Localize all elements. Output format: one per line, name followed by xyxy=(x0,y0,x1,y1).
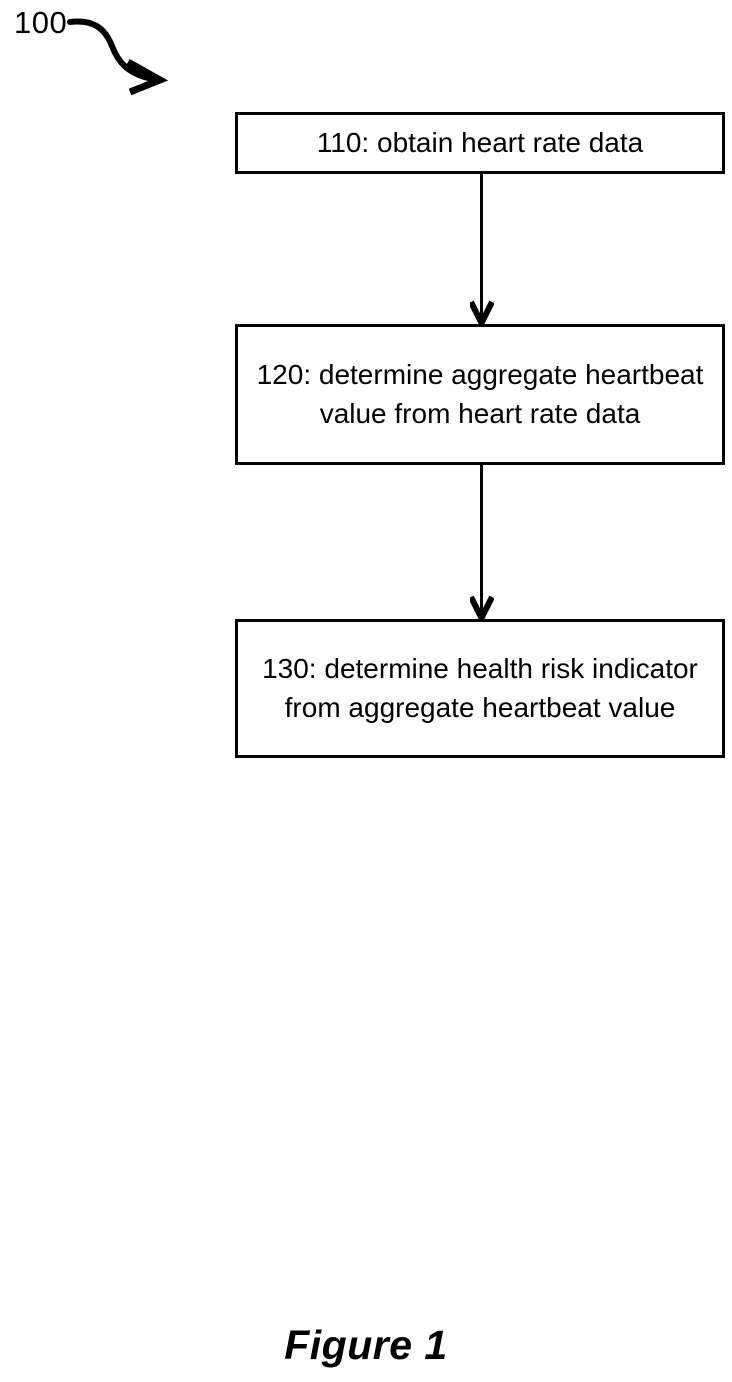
flow-step-text-130: 130: determine health risk indicator fro… xyxy=(262,653,698,723)
connector-arrow-120-to-130 xyxy=(470,465,494,620)
figure-caption: Figure 1 xyxy=(284,1322,448,1368)
flow-step-box-120[interactable]: 120: determine aggregate heartbeat value… xyxy=(235,324,725,465)
flow-step-text-110: 110: obtain heart rate data xyxy=(316,126,644,158)
flow-step-box-110[interactable]: 110: obtain heart rate data xyxy=(235,112,725,174)
flow-step-text-120: 120: determine aggregate heartbeat value… xyxy=(256,359,704,429)
leader-line-arrow-icon xyxy=(67,18,169,96)
connector-arrow-110-to-120 xyxy=(470,174,494,325)
reference-numeral-100: 100 xyxy=(14,5,68,40)
flow-step-box-130[interactable]: 130: determine health risk indicator fro… xyxy=(235,619,725,758)
reference-numeral-group: 100 xyxy=(0,0,200,110)
